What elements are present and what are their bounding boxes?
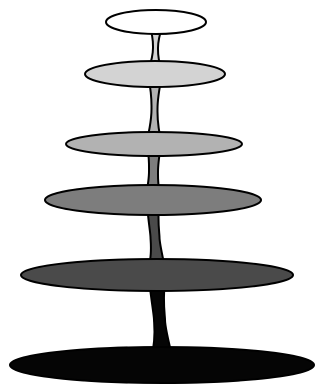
disc-tier-5 bbox=[21, 259, 293, 291]
disc-tier-2 bbox=[85, 61, 225, 87]
disc-tier-4 bbox=[45, 185, 261, 215]
disc-tier-1 bbox=[106, 10, 206, 34]
disc-tier-6 bbox=[10, 347, 314, 383]
disc-tier-3 bbox=[66, 132, 242, 156]
